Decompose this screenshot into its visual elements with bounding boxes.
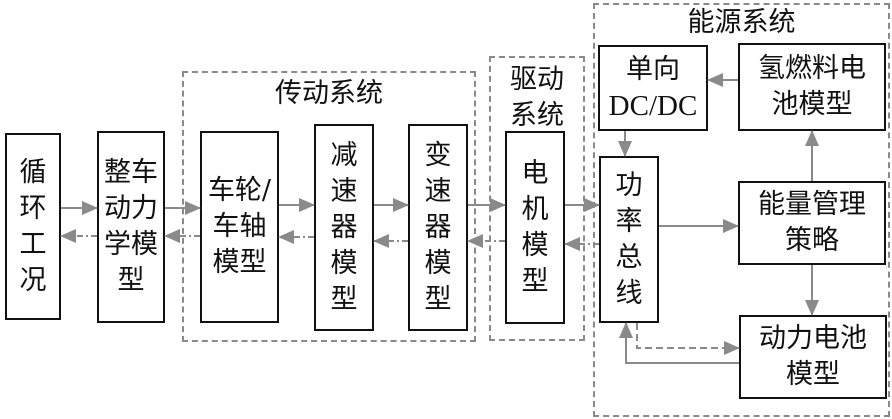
battery-block: 动力电池模型 xyxy=(739,315,887,399)
drive-cycle-label: 循环工况 xyxy=(19,156,47,296)
dcdc-block: 单向 DC/DC xyxy=(598,45,708,131)
reducer-label: 减速器模型 xyxy=(330,139,358,315)
drive-cycle-block: 循环工况 xyxy=(5,133,61,320)
fuel-cell-block: 氢燃料电池模型 xyxy=(738,43,886,131)
energy-management-block: 能量管理策略 xyxy=(738,181,886,265)
transmission-system-label: 传动系统 xyxy=(275,78,383,109)
drive-system-label-text: 驱动系统 xyxy=(510,64,564,131)
arrow-battery-to-bus xyxy=(619,322,739,364)
gearbox-label: 变速器模型 xyxy=(424,139,452,315)
gearbox-block: 变速器模型 xyxy=(408,124,468,331)
fuel-cell-label: 氢燃料电池模型 xyxy=(757,53,866,120)
wheel-axle-label: 车轮/车轴模型 xyxy=(207,175,272,278)
transmission-system-group xyxy=(182,71,476,342)
wheel-axle-block: 车轮/车轴模型 xyxy=(200,131,279,323)
motor-block: 电机模型 xyxy=(505,131,565,324)
energy-system-label: 能源系统 xyxy=(687,7,796,38)
power-bus-label: 功率总线 xyxy=(615,169,643,309)
vehicle-dynamics-label: 整车动力学模型 xyxy=(104,157,158,296)
arrow-bus-to-battery-dashed xyxy=(636,323,740,355)
reducer-block: 减速器模型 xyxy=(314,124,374,331)
energy-management-label: 能量管理策略 xyxy=(757,189,866,256)
dcdc-label-line2: DC/DC xyxy=(608,90,698,122)
dcdc-label-line1: 单向 xyxy=(626,54,680,85)
vehicle-dynamics-block: 整车动力学模型 xyxy=(97,131,165,323)
drive-system-label: 驱动系统 xyxy=(489,62,585,134)
motor-label: 电机模型 xyxy=(521,157,549,297)
battery-label: 动力电池模型 xyxy=(758,323,867,390)
power-bus-block: 功率总线 xyxy=(599,156,659,323)
